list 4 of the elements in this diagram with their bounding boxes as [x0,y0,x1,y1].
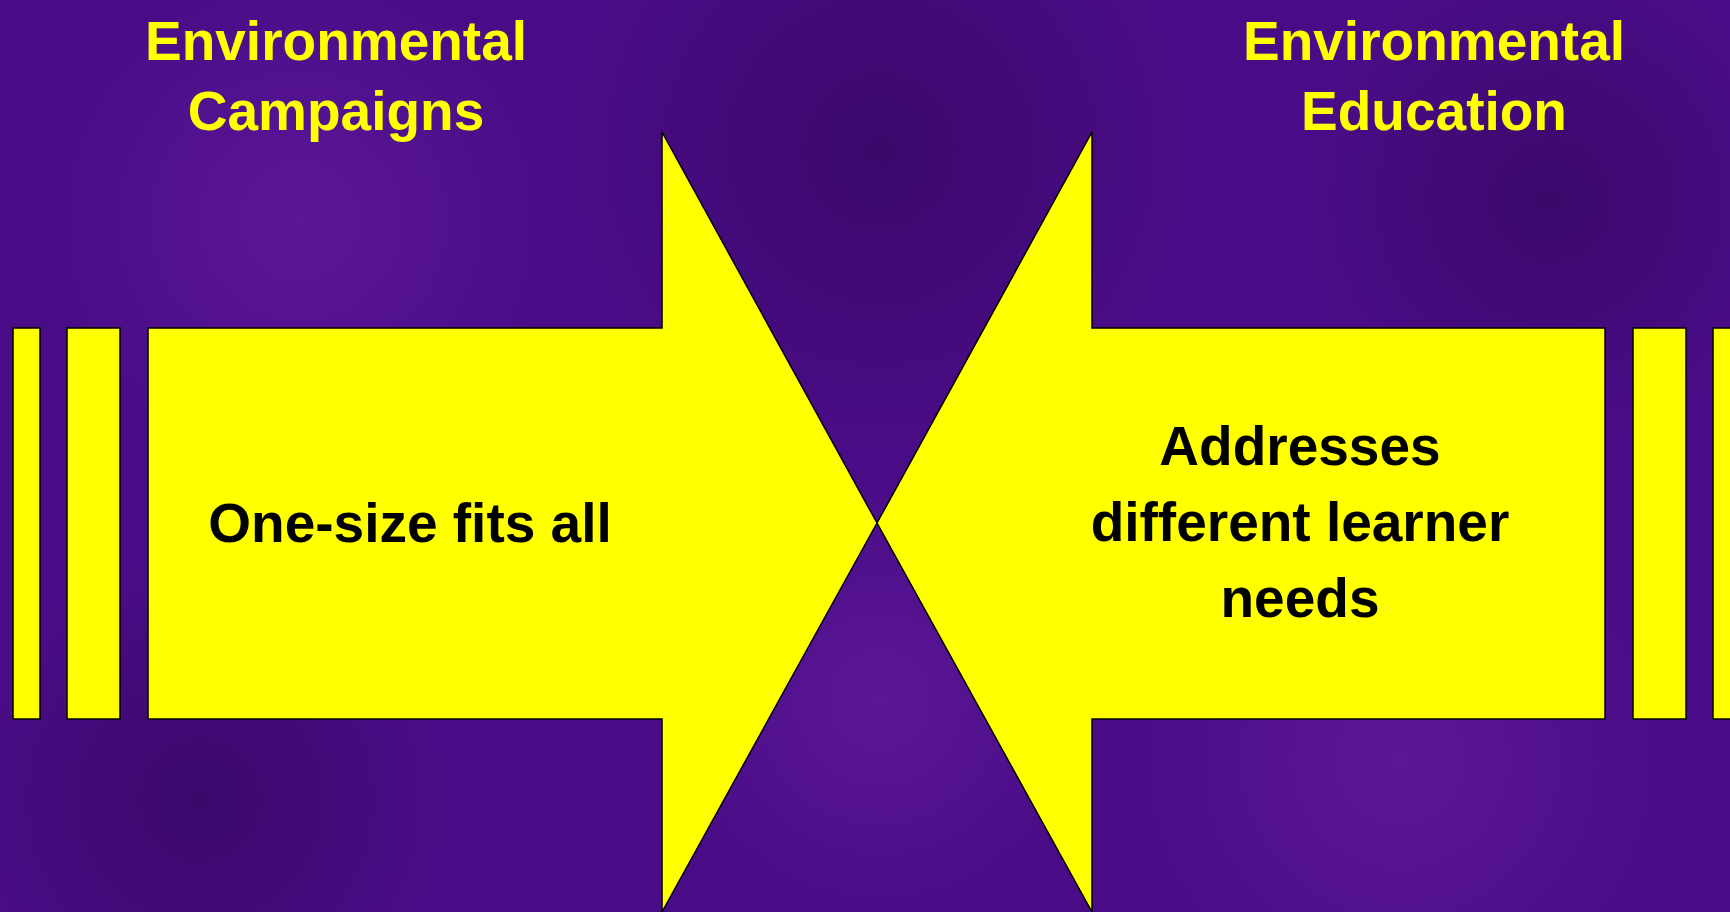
arrow-text: Addresses different learner needs [1089,414,1511,631]
arrow-heading: Environmental Campaigns [144,9,528,144]
arrow-text: One-size fits all [207,491,613,556]
arrow-heading: Environmental Education [1242,9,1626,144]
